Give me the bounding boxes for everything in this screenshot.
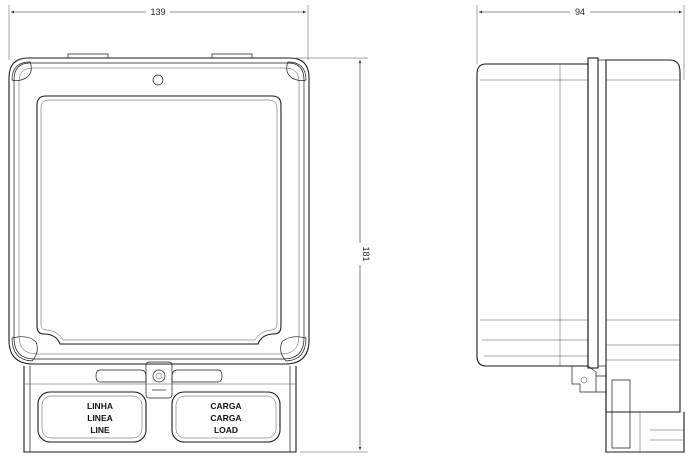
corner-boss-tr: [286, 61, 307, 82]
side-base-outline: [605, 59, 681, 413]
latch: [95, 361, 223, 399]
load-label-es: CARGA: [210, 413, 241, 423]
seal-hole: [152, 74, 164, 86]
line-label-pt: LINHA: [87, 401, 113, 411]
width-dimension-label: 139: [150, 7, 165, 17]
load-label-en: LOAD: [214, 425, 238, 435]
side-cover-outline: [476, 63, 589, 367]
corner-boss-br: [280, 336, 307, 362]
line-label-en: LINE: [90, 425, 110, 435]
viewing-window: [36, 95, 282, 345]
cover-outline: [8, 57, 310, 365]
line-terminal-label: LINHA LINEA LINE: [37, 391, 147, 443]
height-dimension: 181: [296, 57, 371, 453]
base-outline: [23, 366, 297, 453]
side-flange: [587, 57, 599, 369]
corner-boss-tl: [11, 61, 32, 82]
front-view: 139 181: [8, 5, 371, 453]
load-label-pt: CARGA: [210, 401, 241, 411]
depth-dimension-label: 94: [575, 7, 585, 17]
side-view: 94: [476, 5, 685, 453]
top-tab-left: [67, 53, 109, 58]
width-dimension: 139: [8, 5, 309, 60]
load-terminal-label: CARGA CARGA LOAD: [171, 391, 281, 443]
side-latch: [571, 365, 607, 393]
height-dimension-label: 181: [361, 246, 371, 261]
corner-boss-bl: [11, 336, 38, 362]
line-label-es: LINEA: [87, 413, 113, 423]
top-tab-right: [211, 53, 253, 58]
side-terminal-block: [605, 368, 685, 453]
depth-dimension: 94: [476, 5, 685, 80]
